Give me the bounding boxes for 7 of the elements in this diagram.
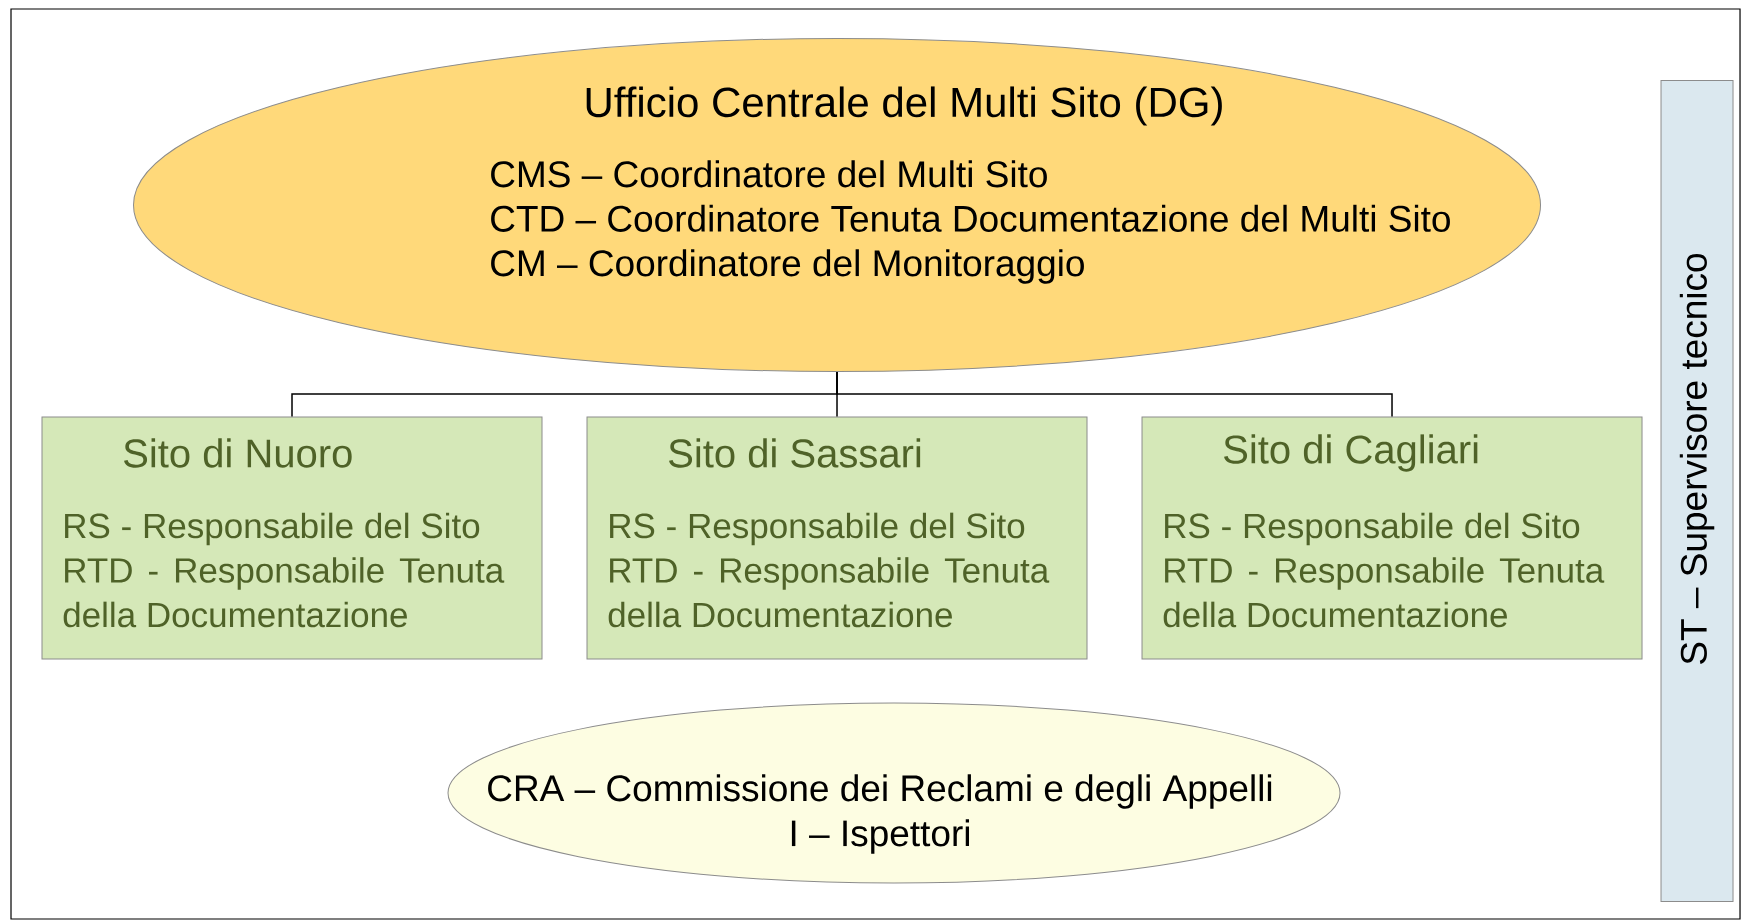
connector-line [836, 371, 1393, 418]
oval-box: Ufficio Centrale del Multi Sito (DG) CMS – Coordinatore del Multi Sito CTD – Coordinatore Tenuta Documentazione del Multi Sito CM – Coordinatore del Monitoraggio [133, 38, 1541, 372]
site-box: Sito di Nuoro RS - Responsabile del Sito RTD - Responsabile Tenuta della Documentazione [41, 416, 543, 660]
site-box: Sito di Cagliari RS - Responsabile del Sito RTD - Responsabile Tenuta della Documentazione [1141, 416, 1643, 660]
oval-box: CRA – Commissione dei Reclami e degli Appelli I – Ispettori [447, 702, 1341, 884]
site-box: Sito di Sassari RS - Responsabile del Sito RTD - Responsabile Tenuta della Documentazione [586, 416, 1088, 660]
side-bar: ST – Supervisore tecnico [1660, 80, 1734, 902]
